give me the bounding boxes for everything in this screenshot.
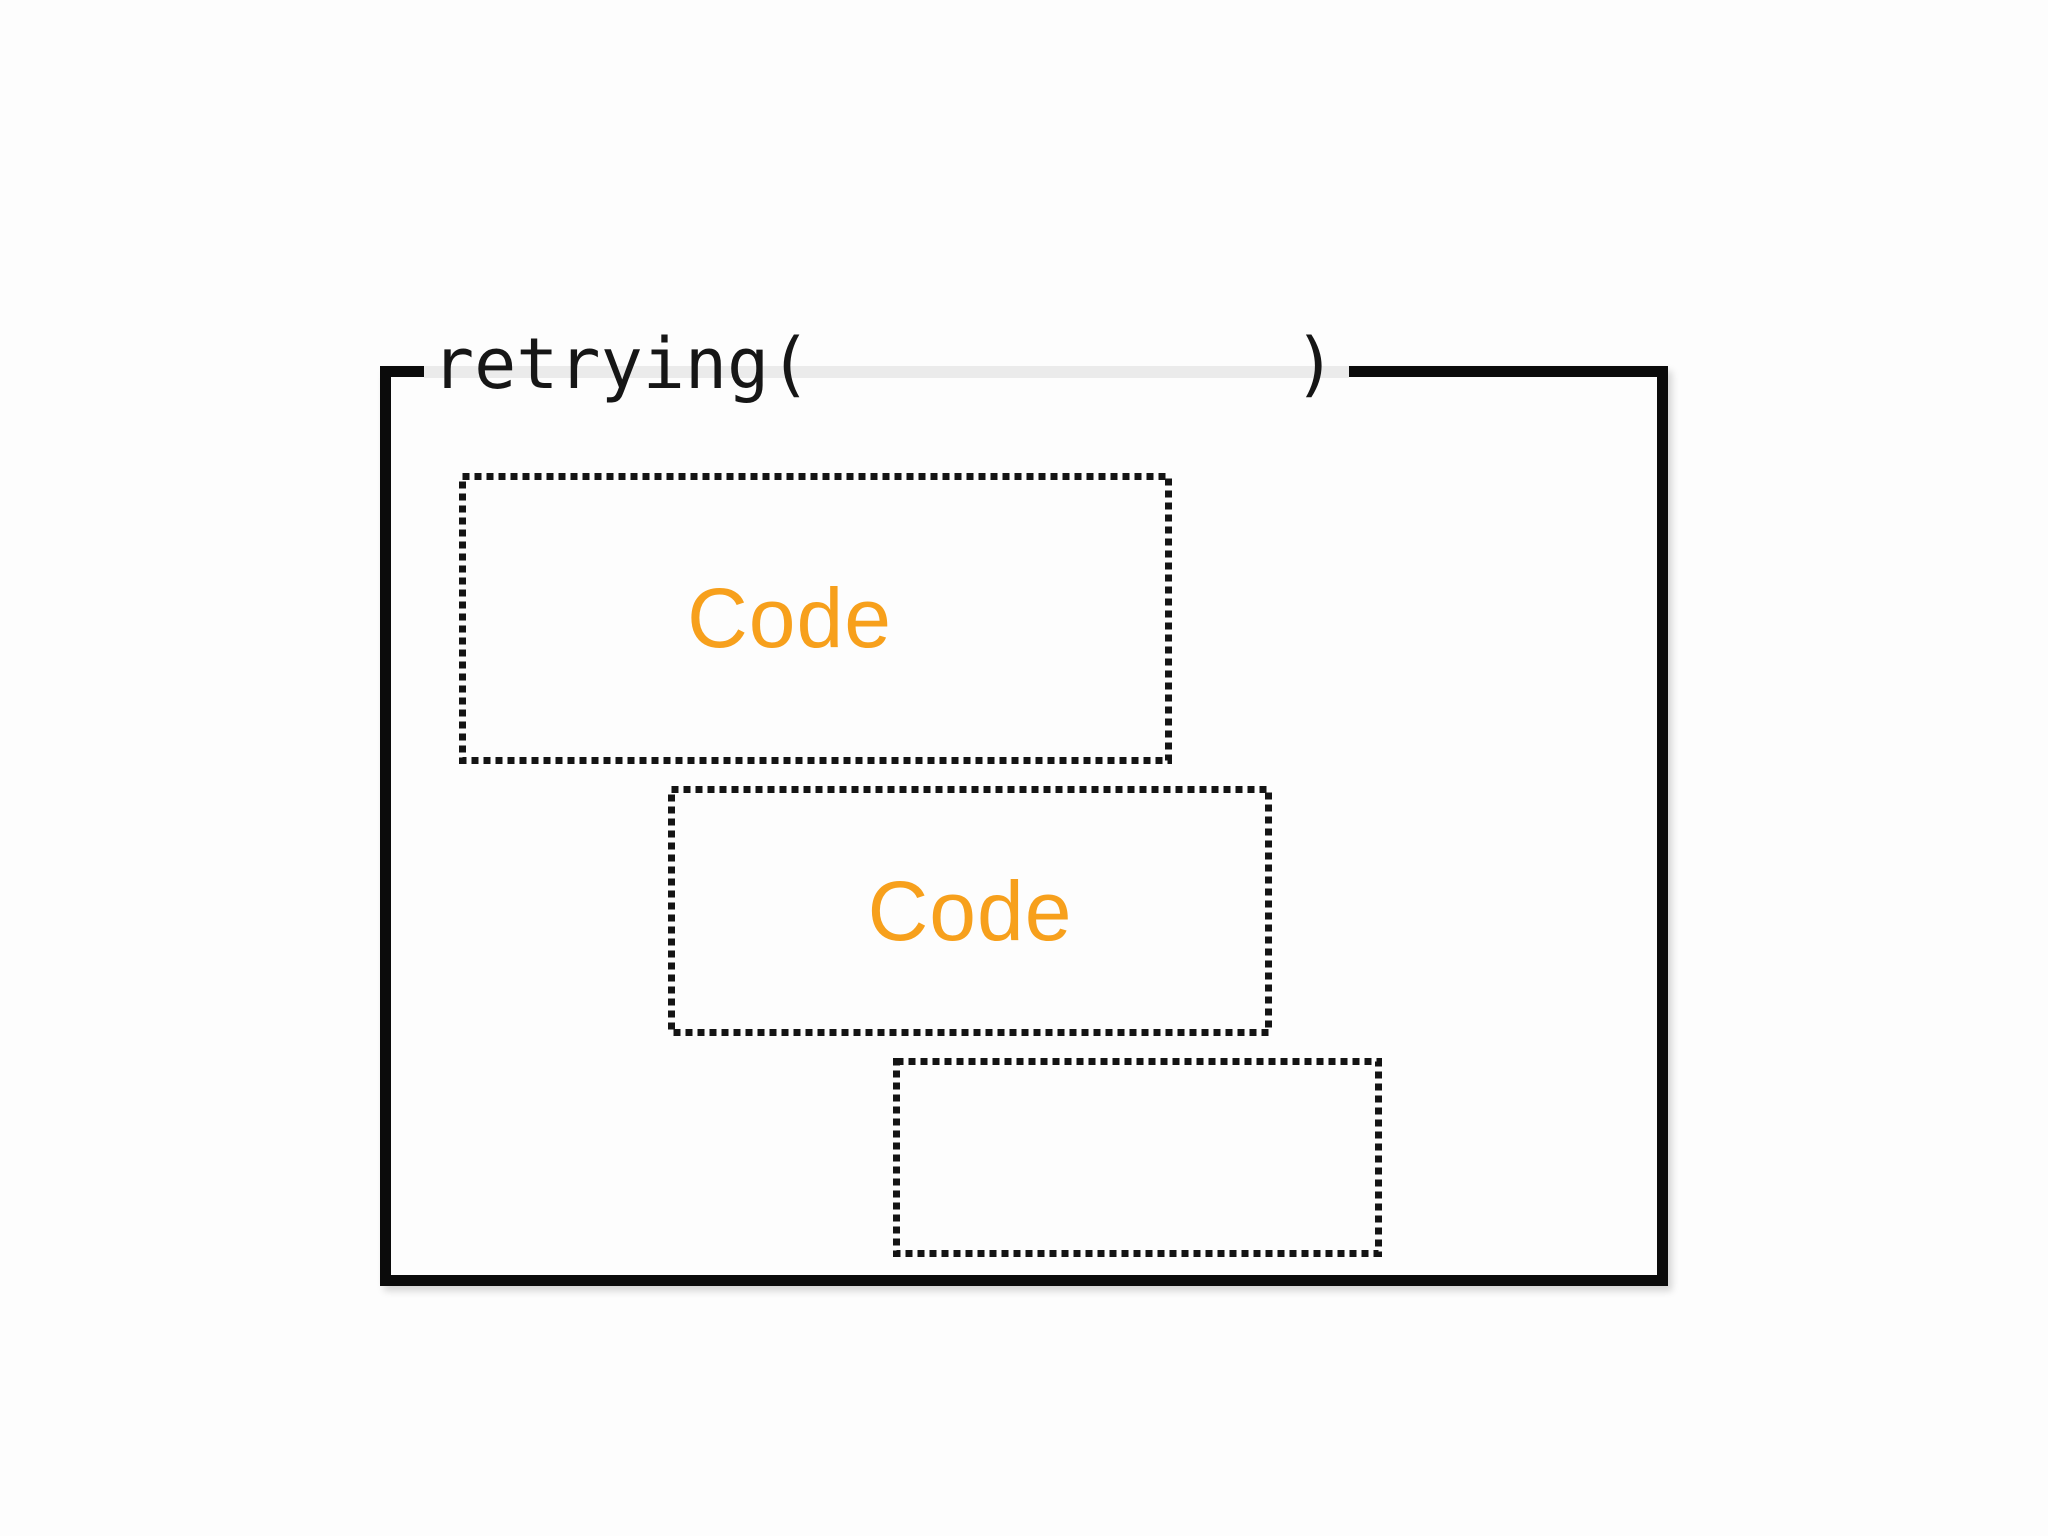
argument-placeholder-band — [424, 366, 1349, 378]
code-block-2-label: Code — [867, 863, 1073, 958]
code-block-3 — [893, 1058, 1382, 1257]
code-block-2: Code — [668, 786, 1272, 1036]
code-block-1: Code — [459, 473, 1172, 764]
code-box-1-border — [459, 473, 1172, 764]
retrying-function-label: retrying( — [432, 323, 812, 405]
code-box-3-border — [893, 1058, 1382, 1257]
code-block-1-label: Code — [687, 571, 892, 665]
closing-paren-label: ) — [1294, 323, 1337, 405]
